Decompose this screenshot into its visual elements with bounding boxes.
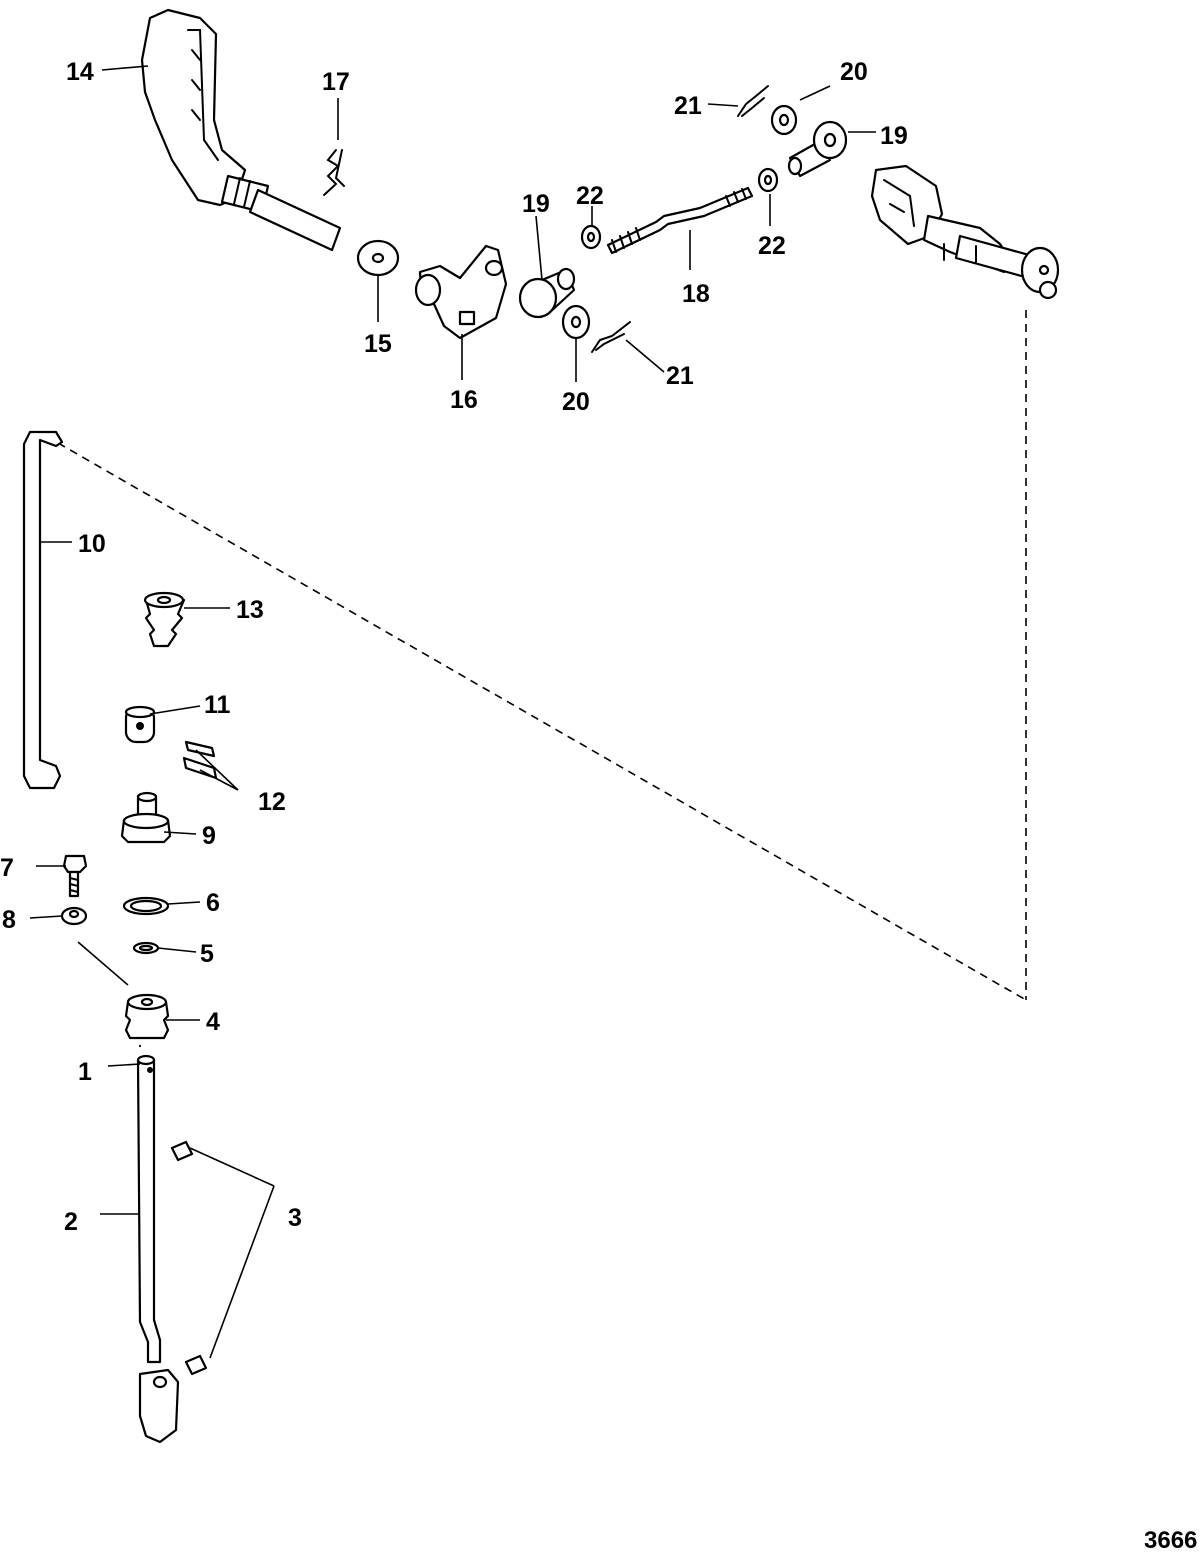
callout-12: 12 — [258, 788, 286, 816]
part-22-nut-right — [757, 167, 779, 193]
part-12-retainer-clips — [182, 740, 218, 780]
callout-labels: 1 2 3 4 5 6 7 8 9 10 11 12 13 14 15 16 1… — [0, 58, 908, 1236]
callout-21-bottom: 21 — [666, 362, 694, 390]
part-20-washer-bottom — [561, 304, 591, 340]
callout-16: 16 — [450, 386, 478, 414]
part-16-shift-lever — [414, 244, 508, 340]
part-1-shift-cam — [138, 1044, 180, 1444]
callout-14: 14 — [66, 58, 94, 86]
callout-20-top: 20 — [840, 58, 868, 86]
part-19-link-end-left — [518, 267, 576, 319]
part-20-washer-top — [770, 104, 798, 136]
part-17-spring-clip — [323, 149, 345, 196]
callout-22-left: 22 — [576, 182, 604, 210]
part-5-e-ring — [132, 941, 160, 955]
callout-11: 11 — [204, 691, 231, 719]
callout-9: 9 — [202, 822, 216, 850]
part-3-pins — [170, 1140, 208, 1376]
callout-15: 15 — [364, 330, 392, 358]
part-7-screw — [62, 854, 88, 898]
callout-18: 18 — [682, 280, 710, 308]
part-22-nut-left — [580, 224, 602, 250]
leader-lines — [29, 65, 876, 1359]
part-11-swivel — [124, 705, 156, 744]
part-14-shift-handle — [140, 8, 342, 252]
callout-17: 17 — [322, 68, 350, 96]
callout-22-right: 22 — [758, 232, 786, 260]
callout-20-bottom: 20 — [562, 388, 590, 416]
part-19-link-end-right — [787, 120, 848, 178]
callout-19-right: 19 — [880, 122, 908, 150]
part-18-shift-link-rod — [606, 186, 754, 255]
figure-number: 3666 — [1144, 1527, 1197, 1554]
part-21-cotter-pin-top — [737, 85, 769, 117]
part-13-grommet — [143, 591, 186, 648]
callout-8: 8 — [2, 906, 16, 934]
callout-7: 7 — [0, 854, 14, 882]
callout-13: 13 — [236, 596, 264, 624]
callout-2: 2 — [64, 1208, 78, 1236]
part-10-link-rod — [22, 430, 64, 790]
callout-21-top: 21 — [674, 92, 702, 120]
part-6-washer — [122, 896, 170, 916]
callout-3: 3 — [288, 1204, 302, 1232]
part-9-pivot — [120, 791, 172, 844]
part-8-washer — [60, 906, 88, 926]
part-21-cotter-pin-bottom — [591, 321, 631, 353]
callout-19-left: 19 — [522, 190, 550, 218]
callout-5: 5 — [200, 940, 214, 968]
part-15-washer — [356, 239, 400, 277]
callout-4: 4 — [206, 1008, 220, 1036]
part-4-grommet — [124, 993, 170, 1040]
callout-6: 6 — [206, 889, 220, 917]
assembly-guide-lines — [57, 310, 1027, 1001]
callout-1: 1 — [78, 1058, 92, 1086]
shift-bracket-assembly — [870, 164, 1060, 300]
part-2-shift-shaft — [136, 1054, 162, 1364]
callout-10: 10 — [78, 530, 106, 558]
